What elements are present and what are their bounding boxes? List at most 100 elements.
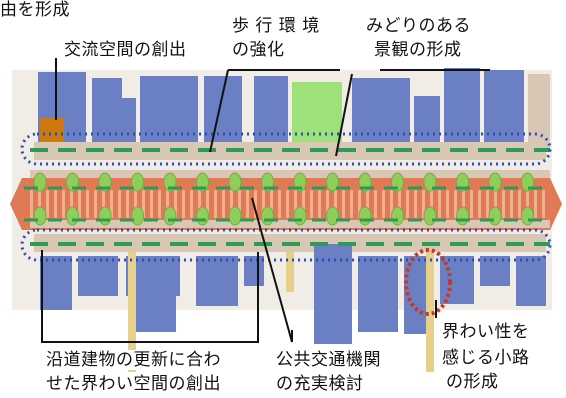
road-stripe [414, 190, 417, 218]
tree-icon [423, 206, 437, 226]
building [136, 296, 176, 332]
road-stripe [86, 190, 89, 218]
road-stripe [142, 190, 145, 218]
tree-icon [131, 206, 144, 226]
road-stripe [222, 190, 225, 218]
building [196, 256, 238, 306]
road-stripe [390, 190, 393, 218]
road-stripe [510, 190, 513, 218]
road-stripe [262, 190, 265, 218]
building [92, 78, 122, 142]
road-stripe [246, 190, 249, 218]
road-stripe [374, 190, 377, 218]
road-stripe [190, 190, 193, 218]
road-arrow-west [10, 178, 22, 230]
tree-icon [326, 206, 339, 226]
leader-transit [251, 197, 293, 343]
green-landscape-label-1: みどりのある [366, 16, 471, 36]
road-stripe [526, 190, 529, 218]
road-stripe [182, 190, 185, 218]
transit-label-2: の充実検討 [276, 374, 364, 394]
road-stripe [494, 190, 497, 218]
road-stripe [502, 190, 505, 218]
tree-icon [163, 206, 177, 226]
building [314, 244, 352, 344]
tree-icon [456, 206, 469, 226]
tree-icon [228, 206, 242, 226]
road-stripe [102, 190, 105, 218]
road-stripe [350, 190, 353, 218]
road-stripe [342, 190, 345, 218]
building [40, 256, 72, 310]
tree-icon [98, 206, 112, 226]
building [78, 256, 118, 296]
alley-label-2: 感じる小路 [442, 348, 530, 368]
road-stripe [134, 190, 137, 218]
road-stripe [542, 190, 545, 218]
road-stripe [174, 190, 177, 218]
road-stripe [166, 190, 169, 218]
road-stripe [46, 190, 49, 218]
road-stripes [30, 190, 545, 218]
leader-walking-2 [209, 69, 229, 153]
road-stripe [270, 190, 273, 218]
building [444, 68, 480, 152]
road-stripe [318, 190, 321, 218]
road-arrow-east [550, 178, 562, 230]
redevelopment-label-1: 沿道建物の更新に合わ [46, 350, 221, 370]
green-network-lines [24, 148, 552, 246]
road-stripe [470, 190, 473, 218]
tree-icon [358, 206, 372, 226]
alley-path [286, 252, 294, 292]
green-park [292, 82, 342, 152]
tree-icon [391, 206, 404, 226]
tree-icon [196, 206, 209, 226]
top-left-fragment-label: 由を形成 [0, 0, 70, 20]
median-north [30, 170, 550, 178]
tree-icon [261, 206, 274, 226]
road-stripe [334, 190, 337, 218]
building [254, 76, 288, 142]
road-stripe [62, 190, 65, 218]
leader-green-2 [335, 73, 353, 157]
tree-icon [326, 172, 339, 192]
building [244, 256, 264, 286]
building-lot [528, 74, 550, 152]
road-stripe [382, 190, 385, 218]
road-stripe [254, 190, 257, 218]
alley-highlight-icon [404, 248, 452, 316]
road-stripe [366, 190, 369, 218]
road-stripe [302, 190, 305, 218]
alley-label-3: の形成 [446, 372, 499, 392]
exchange-space-label: 交流空間の創出 [64, 40, 187, 60]
road-stripe [214, 190, 217, 218]
exchange-space-block [40, 118, 64, 142]
median-south [30, 220, 550, 228]
alley-label-1: 界わい性を [442, 322, 530, 342]
building [204, 76, 242, 142]
road-stripe [406, 190, 409, 218]
transit-label-1: 公共交通機関 [276, 350, 381, 370]
road-stripe [70, 190, 73, 218]
road-stripe [286, 190, 289, 218]
road-stripe [118, 190, 121, 218]
road-stripe [486, 190, 489, 218]
leader-lines [41, 58, 490, 343]
alley-path [426, 252, 434, 372]
redevelopment-label-2: せた界わい空間の創出 [46, 374, 221, 394]
tree-icon [488, 206, 502, 226]
building [484, 70, 524, 152]
road-stripe [198, 190, 201, 218]
tree-icon [293, 206, 307, 226]
road-stripe [438, 190, 441, 218]
tree-icon [131, 172, 144, 192]
road-stripe [278, 190, 281, 218]
road-stripe [398, 190, 401, 218]
road-stripe [110, 190, 113, 218]
road-stripe [518, 190, 521, 218]
road-stripe [54, 190, 57, 218]
road-stripe [30, 190, 33, 218]
walking-env-label-2: の強化 [232, 40, 285, 60]
